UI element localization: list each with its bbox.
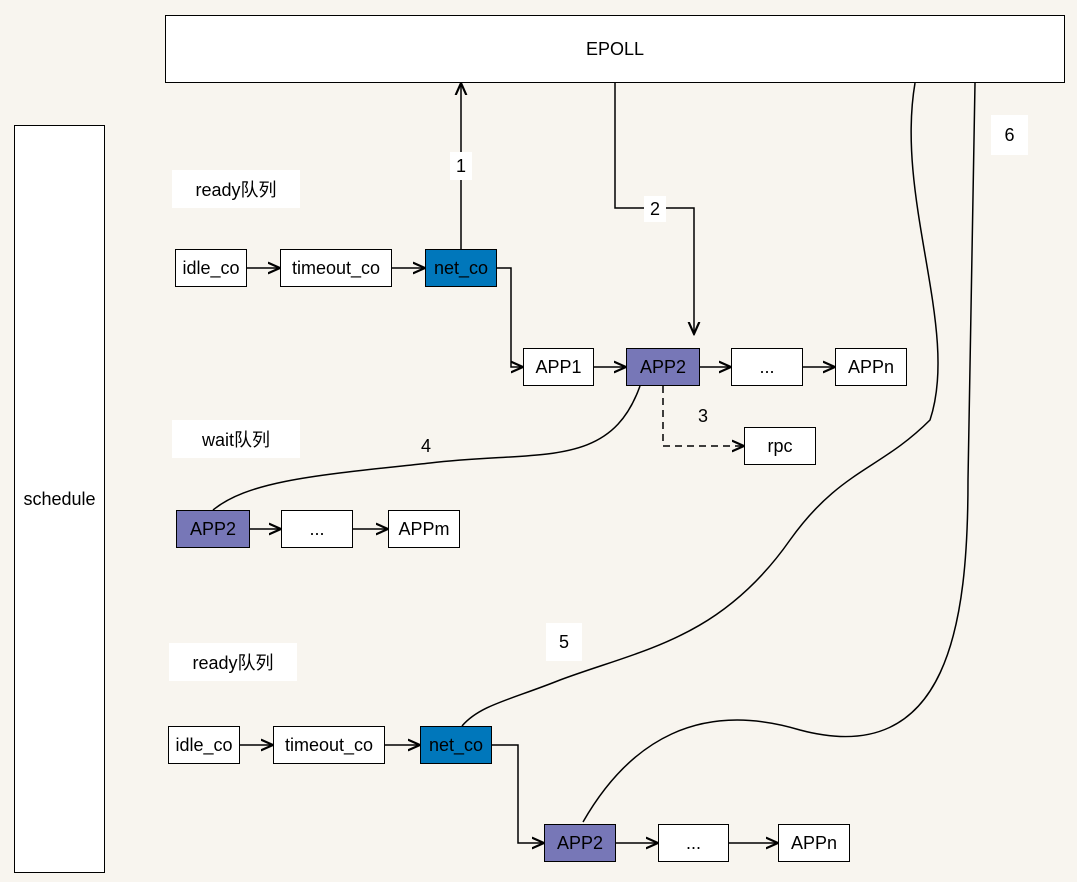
rpc-node: rpc: [744, 427, 816, 465]
ellipsis-node-bottom: ...: [658, 824, 729, 862]
idle-co-node-bottom: idle_co: [168, 726, 240, 764]
step-6-label: 6: [991, 115, 1028, 155]
arrow-net-app1-top: [497, 267, 523, 367]
arrow-step-3: [662, 386, 744, 446]
ready-queue-label-top: ready队列: [172, 170, 300, 208]
step-5-label: 5: [546, 623, 582, 661]
appm-node-wait: APPm: [388, 510, 460, 548]
epoll-label: EPOLL: [585, 38, 645, 59]
step-2-label: 2: [644, 196, 666, 222]
appn-node-bottom: APPn: [778, 824, 850, 862]
app2-node-wait: APP2: [176, 510, 250, 548]
app2-node-top: APP2: [626, 348, 700, 386]
timeout-co-node-bottom: timeout_co: [273, 726, 385, 764]
ellipsis-node-wait: ...: [281, 510, 353, 548]
curve-step-5: [461, 82, 939, 727]
idle-co-node-top: idle_co: [175, 249, 247, 287]
schedule-label: schedule: [23, 488, 96, 509]
step-1-label: 1: [450, 152, 472, 180]
schedule-box: schedule: [14, 125, 105, 873]
step-4-label: 4: [420, 435, 431, 456]
net-co-node-top: net_co: [425, 249, 497, 287]
appn-node-top: APPn: [835, 348, 907, 386]
ellipsis-node-top: ...: [731, 348, 803, 386]
timeout-co-node-top: timeout_co: [280, 249, 392, 287]
app1-node-top: APP1: [523, 348, 594, 386]
ready-queue-label-bottom: ready队列: [169, 643, 297, 681]
app2-node-bottom: APP2: [544, 824, 616, 862]
curve-step-4: [212, 385, 641, 511]
wait-queue-label: wait队列: [172, 420, 300, 458]
arrow-net-app2-bottom: [492, 744, 544, 843]
epoll-box: EPOLL: [165, 15, 1065, 83]
net-co-node-bottom: net_co: [420, 726, 492, 764]
curve-step-6: [582, 82, 976, 823]
step-3-label: 3: [697, 405, 708, 426]
